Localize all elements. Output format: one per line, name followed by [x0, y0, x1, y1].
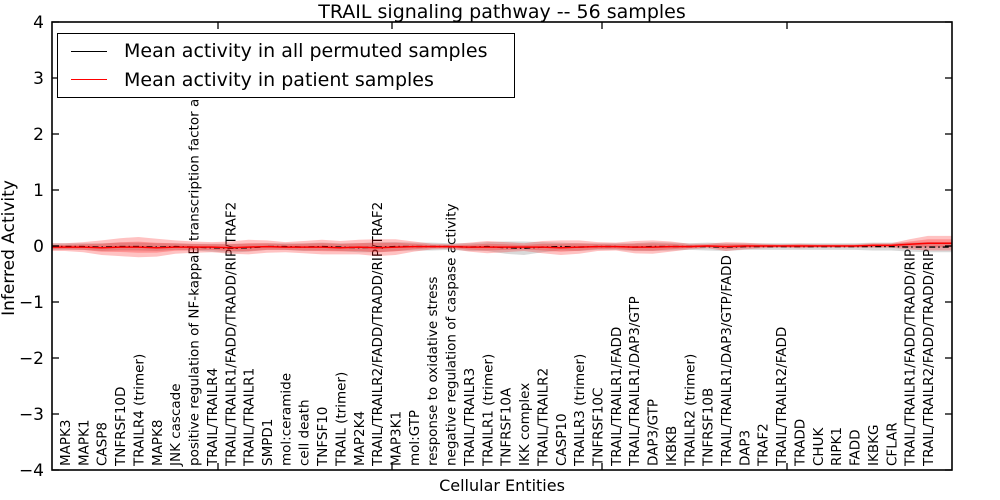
x-tick-label: TRAIL/TRAILR1/DAP3/GTP	[627, 296, 643, 467]
y-tick-label: −4	[19, 461, 44, 481]
y-tick-label: −3	[19, 405, 44, 425]
x-tick-label: MAPK3	[58, 420, 74, 466]
y-tick-label: 3	[33, 69, 44, 89]
x-tick-label: TRAIL/TRAILR1/DAP3/GTP/FADD	[719, 255, 735, 467]
x-tick-label: TRAIL/TRAILR1/FADD/TRADD/RIP/TRAF2	[223, 202, 239, 467]
x-tick-label: TRAF2	[756, 423, 772, 467]
x-tick-label: cell death	[297, 399, 313, 466]
patient-band-core	[52, 239, 952, 253]
x-tick-label: DAP3/GTP	[646, 399, 662, 466]
x-tick-label: CASP8	[95, 422, 111, 466]
x-tick-label: TRAIL/TRAILR2/FADD/TRADD/RIP/TRAF2	[370, 202, 386, 467]
x-tick-label: TRAILR4 (trimer)	[131, 354, 147, 467]
x-tick-label: TRAILR2 (trimer)	[682, 354, 698, 467]
x-tick-label: TNFSF10	[315, 407, 331, 467]
y-tick-label: 1	[33, 181, 44, 201]
x-tick-label: MAPK8	[150, 420, 166, 466]
x-tick-label: TRAIL (trimer)	[333, 372, 349, 467]
x-tick-label: TRAIL/TRAILR3	[462, 368, 478, 467]
x-tick-label: TRAIL/TRAILR1/FADD	[609, 327, 625, 467]
x-axis-label: Cellular Entities	[439, 476, 565, 495]
legend: Mean activity in all permuted samples Me…	[57, 33, 515, 98]
patient-mean-line	[52, 242, 952, 249]
x-tick-label: MAP2K4	[352, 411, 368, 466]
x-tick-label: TNFRSF10C	[591, 388, 607, 467]
x-tick-label: TRAIL/TRAILR2/FADD/TRADD/RIP	[921, 249, 937, 467]
x-tick-label: positive regulation of NF-kappaB transcr…	[187, 57, 203, 466]
x-tick-label: TNFRSF10A	[499, 387, 515, 467]
x-tick-label: TRAIL/TRAILR1/FADD/TRADD/RIP	[903, 249, 919, 467]
x-tick-label: TRADD	[793, 419, 809, 467]
legend-label-permuted: Mean activity in all permuted samples	[124, 40, 488, 63]
x-tick-label: RIPK1	[829, 427, 845, 466]
x-tick-label: mol:GTP	[407, 410, 423, 466]
x-tick-label: CHUK	[811, 427, 827, 466]
x-tick-label: MAP3K1	[389, 411, 405, 466]
y-tick-label: 0	[33, 237, 44, 257]
legend-row-patient: Mean activity in patient samples	[58, 69, 514, 91]
x-tick-label: TNFRSF10B	[701, 388, 717, 467]
x-tick-label: negative regulation of caspase activity	[444, 204, 460, 466]
x-tick-label: DAP3	[737, 430, 753, 466]
permuted-band	[52, 241, 952, 255]
chart-title: TRAIL signaling pathway -- 56 samples	[318, 1, 686, 23]
y-axis-label: Inferred Activity	[0, 180, 19, 316]
y-tick-label: −2	[19, 349, 44, 369]
x-tick-label: IKBKB	[664, 426, 680, 466]
legend-sample-permuted	[71, 50, 107, 52]
x-tick-label: TNFRSF10D	[113, 387, 129, 467]
legend-label-patient: Mean activity in patient samples	[124, 68, 434, 91]
x-tick-label: CFLAR	[884, 422, 900, 466]
x-tick-label: SMPD1	[260, 419, 276, 466]
x-tick-label: mol:ceramide	[278, 373, 294, 466]
y-tick-label: −1	[19, 293, 44, 313]
x-tick-label: MAPK1	[76, 420, 92, 466]
x-tick-label: TRAIL/TRAILR2/FADD	[774, 327, 790, 467]
legend-row-permuted: Mean activity in all permuted samples	[58, 40, 514, 62]
x-tick-label: TRAIL/TRAILR2	[535, 368, 551, 467]
x-tick-label: TRAILR1 (trimer)	[480, 354, 496, 467]
x-tick-label: IKK complex	[517, 383, 533, 466]
x-tick-label: FADD	[848, 429, 864, 466]
x-tick-label: CASP10	[554, 413, 570, 466]
x-tick-label: JNK cascade	[168, 383, 184, 467]
y-tick-label: 4	[33, 13, 44, 33]
y-tick-label: 2	[33, 125, 44, 145]
x-tick-label: TRAILR3 (trimer)	[572, 354, 588, 467]
x-tick-label: TRAIL/TRAILR1	[242, 368, 258, 467]
x-tick-label: IKBKG	[866, 425, 882, 466]
legend-sample-patient	[71, 79, 107, 81]
x-tick-label: TRAIL/TRAILR4	[205, 368, 221, 467]
x-tick-label: response to oxidative stress	[425, 277, 441, 466]
